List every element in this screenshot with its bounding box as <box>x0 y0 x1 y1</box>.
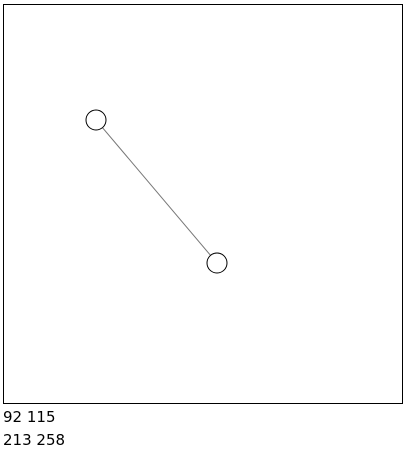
drawing-canvas[interactable] <box>3 4 403 404</box>
connector-line <box>95 119 218 264</box>
canvas-svg <box>85 109 228 274</box>
drag-handle-start[interactable] <box>85 109 107 131</box>
start-point-coordinates: 92 115 <box>3 408 56 426</box>
drag-handle-end[interactable] <box>206 252 228 274</box>
end-point-coordinates: 213 258 <box>3 431 66 449</box>
